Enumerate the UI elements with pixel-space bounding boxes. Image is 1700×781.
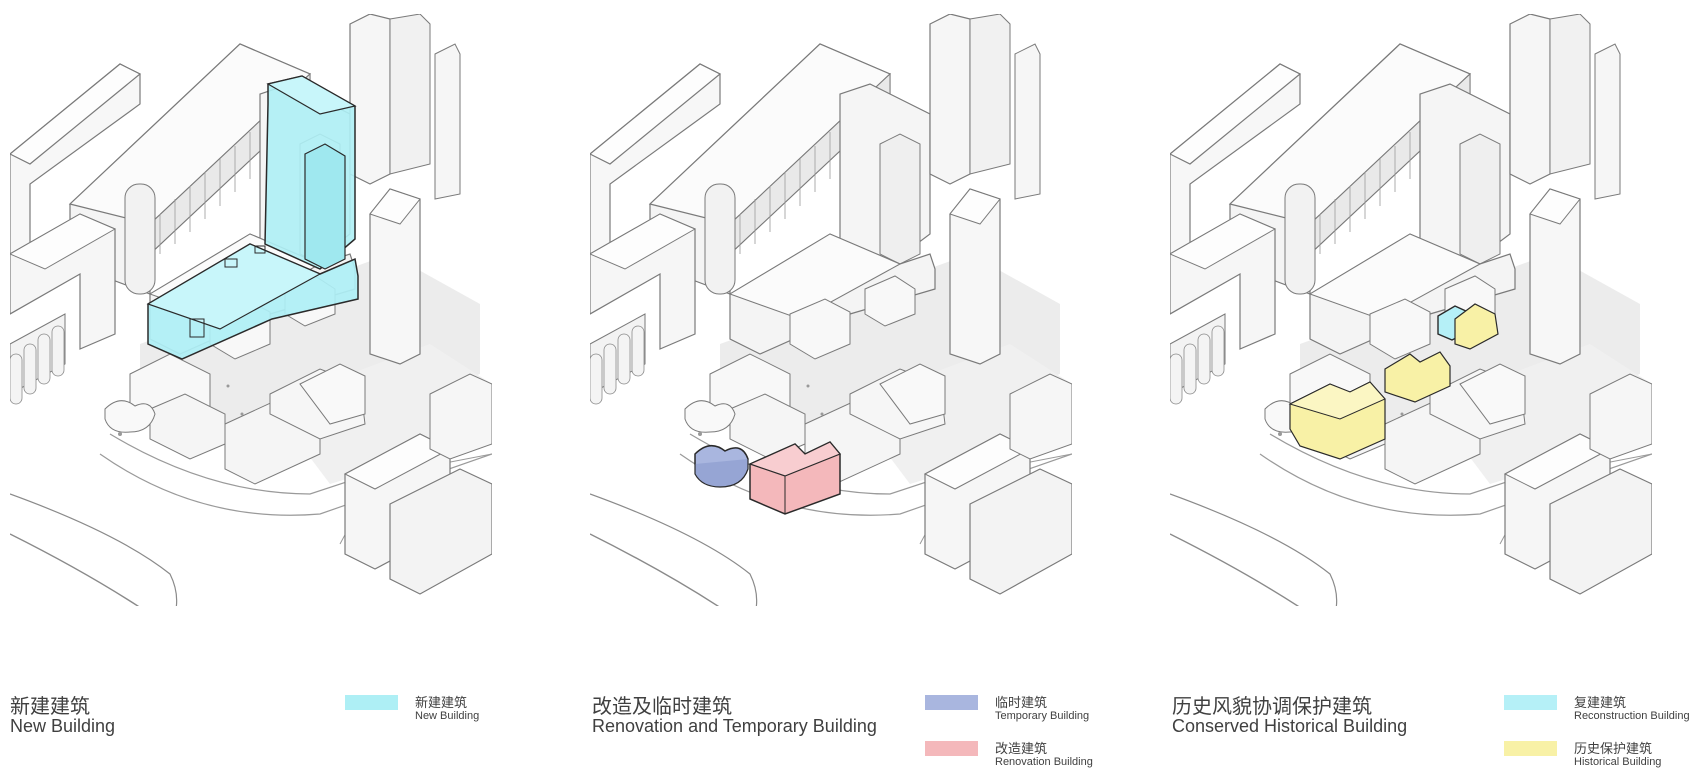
legend-label-en: Renovation Building: [995, 756, 1093, 768]
legend-swatch: [925, 695, 978, 710]
site-axonometric-drawing: [10, 14, 492, 606]
legend-label-en: Temporary Building: [995, 710, 1090, 722]
panel-title-en: Renovation and Temporary Building: [592, 716, 877, 736]
temporary-building-massing: [694, 445, 749, 488]
legend-label-cn: 历史保护建筑: [1574, 741, 1653, 756]
panel-renovation-temporary: 改造及临时建筑 Renovation and Temporary Buildin…: [580, 0, 1140, 781]
site-axonometric-drawing: [1170, 14, 1652, 606]
panel-title-cn: 新建建筑: [10, 696, 90, 718]
site-axonometric-drawing: [590, 14, 1072, 606]
renovation-building-massing: [748, 441, 841, 515]
panel-new-building: 新建建筑 New Building 新建建筑 New Building: [0, 0, 560, 781]
legend-swatch: [925, 741, 978, 756]
legend-label-en: New Building: [415, 710, 480, 722]
legend-label-en: Reconstruction Building: [1574, 710, 1690, 722]
panel-title-en: Conserved Historical Building: [1172, 716, 1408, 736]
legend-label-cn: 临时建筑: [995, 695, 1048, 710]
new-building-massing: [146, 75, 359, 360]
panel-title-cn: 改造及临时建筑: [592, 696, 732, 718]
legend-label-cn: 复建建筑: [1574, 695, 1627, 710]
legend-label-cn: 改造建筑: [995, 741, 1048, 756]
legend-swatch: [1504, 695, 1557, 710]
panel-title-cn: 历史风貌协调保护建筑: [1172, 696, 1372, 718]
historical-building-massing: [1288, 303, 1499, 460]
legend-label-cn: 新建建筑: [415, 695, 468, 710]
legend-label-en: Historical Building: [1574, 756, 1662, 768]
legend-swatch: [345, 695, 398, 710]
legend-swatch: [1504, 741, 1557, 756]
panel-title-en: New Building: [10, 716, 116, 736]
panel-conserved-historical: 历史风貌协调保护建筑 Conserved Historical Building…: [1160, 0, 1700, 781]
